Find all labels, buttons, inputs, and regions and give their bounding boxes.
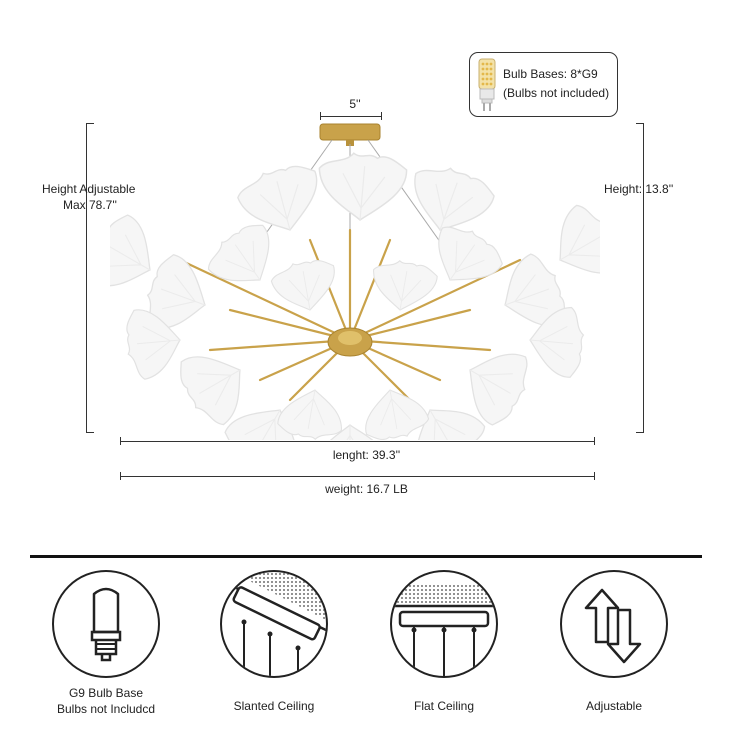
weight-tick-right xyxy=(594,472,595,480)
feature-caption-g9-line1: G9 Bulb Base xyxy=(68,686,144,700)
feature-caption-slanted: Slanted Ceiling xyxy=(233,699,315,713)
section-divider xyxy=(30,555,702,558)
height-label: Height: 13.8'' xyxy=(604,182,674,196)
height-adjustable-tick-top xyxy=(86,123,94,124)
canopy-width-line xyxy=(320,116,382,117)
weight-tick-left xyxy=(120,472,121,480)
g9-bulb-icon xyxy=(90,587,122,662)
slanted-ceiling-icon xyxy=(231,572,326,676)
height-adjustable-line xyxy=(86,123,87,433)
bulb-info-box: Bulb Bases: 8*G9 (Bulbs not included) xyxy=(469,52,618,117)
feature-caption-flat: Flat Ceiling xyxy=(413,699,475,713)
feature-circle-adjustable xyxy=(560,570,668,678)
length-line xyxy=(120,441,595,442)
length-tick-right xyxy=(594,437,595,445)
length-label: lenght: 39.3'' xyxy=(332,448,401,462)
canopy-width-tick-right xyxy=(381,112,382,120)
weight-label: weight: 16.7 LB xyxy=(325,482,408,496)
height-adjustable-label: Height Adjustable xyxy=(42,182,136,196)
canopy-width-tick-left xyxy=(320,112,321,120)
height-line xyxy=(643,123,644,433)
height-tick-top xyxy=(636,123,644,124)
max-height-label: Max 78.7'' xyxy=(63,198,117,212)
g9-bulb-thumbnail-icon xyxy=(478,58,496,111)
height-tick-bottom xyxy=(636,432,644,433)
feature-caption-adjustable: Adjustable xyxy=(585,699,643,713)
bulbs-not-included-label: (Bulbs not included) xyxy=(503,86,610,100)
bulb-bases-label: Bulb Bases: 8*G9 xyxy=(503,67,598,81)
feature-circle-slanted-ceiling xyxy=(220,570,328,678)
weight-line xyxy=(120,476,595,477)
chandelier-illustration xyxy=(110,123,600,440)
canopy-width-label: 5'' xyxy=(349,97,361,111)
feature-circle-g9-bulb xyxy=(52,570,160,678)
feature-circle-flat-ceiling xyxy=(390,570,498,678)
adjustable-arrows-icon xyxy=(584,588,642,664)
length-tick-left xyxy=(120,437,121,445)
height-adjustable-tick-bottom xyxy=(86,432,94,433)
flat-ceiling-icon xyxy=(392,584,496,676)
feature-caption-g9-line2: Bulbs not Includcd xyxy=(56,702,156,716)
feature-caption-g9: G9 Bulb Base Bulbs not Includcd xyxy=(36,685,176,717)
